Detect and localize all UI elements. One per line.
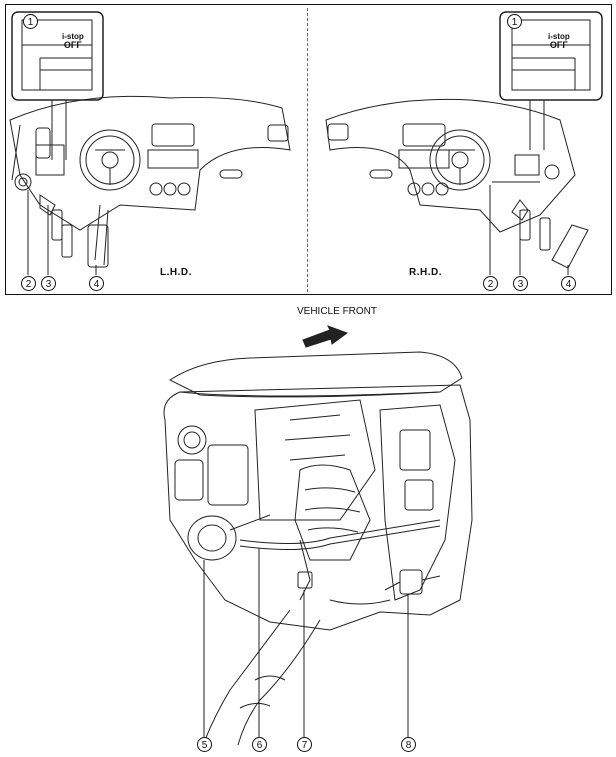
lhd-switch-text: i-stop OFF — [62, 32, 84, 50]
panel-divider — [307, 8, 308, 292]
switch-text-line2: OFF — [549, 40, 568, 50]
callout-lhd-2: 2 — [21, 276, 36, 291]
rhd-dashboard — [325, 98, 589, 269]
top-panel-frame — [5, 4, 612, 295]
switch-text-line1: i-stop — [548, 32, 570, 41]
rhd-label: R.H.D. — [409, 267, 442, 278]
callout-rhd-3: 3 — [513, 276, 528, 291]
callout-lhd-3: 3 — [41, 276, 56, 291]
callout-engine-6: 6 — [252, 737, 267, 752]
callout-rhd-4: 4 — [561, 276, 576, 291]
lhd-dashboard — [9, 95, 291, 268]
callout-lhd-1: 1 — [23, 14, 38, 29]
switch-text-line2: OFF — [63, 40, 82, 50]
callout-rhd-2: 2 — [483, 276, 498, 291]
rhd-switch-inset — [499, 11, 603, 150]
switch-text-line1: i-stop — [62, 32, 84, 41]
rhd-switch-text: i-stop OFF — [548, 32, 570, 50]
callout-engine-8: 8 — [401, 737, 416, 752]
lhd-switch-inset — [11, 11, 104, 160]
callout-lhd-4: 4 — [89, 276, 104, 291]
callout-engine-7: 7 — [297, 737, 312, 752]
vehicle-front-label: VEHICLE FRONT — [297, 306, 378, 317]
vehicle-front-arrow — [302, 325, 349, 348]
engine-assembly — [163, 351, 473, 746]
lhd-label: L.H.D. — [160, 267, 192, 278]
callout-engine-5: 5 — [197, 737, 212, 752]
callout-rhd-1: 1 — [507, 14, 522, 29]
